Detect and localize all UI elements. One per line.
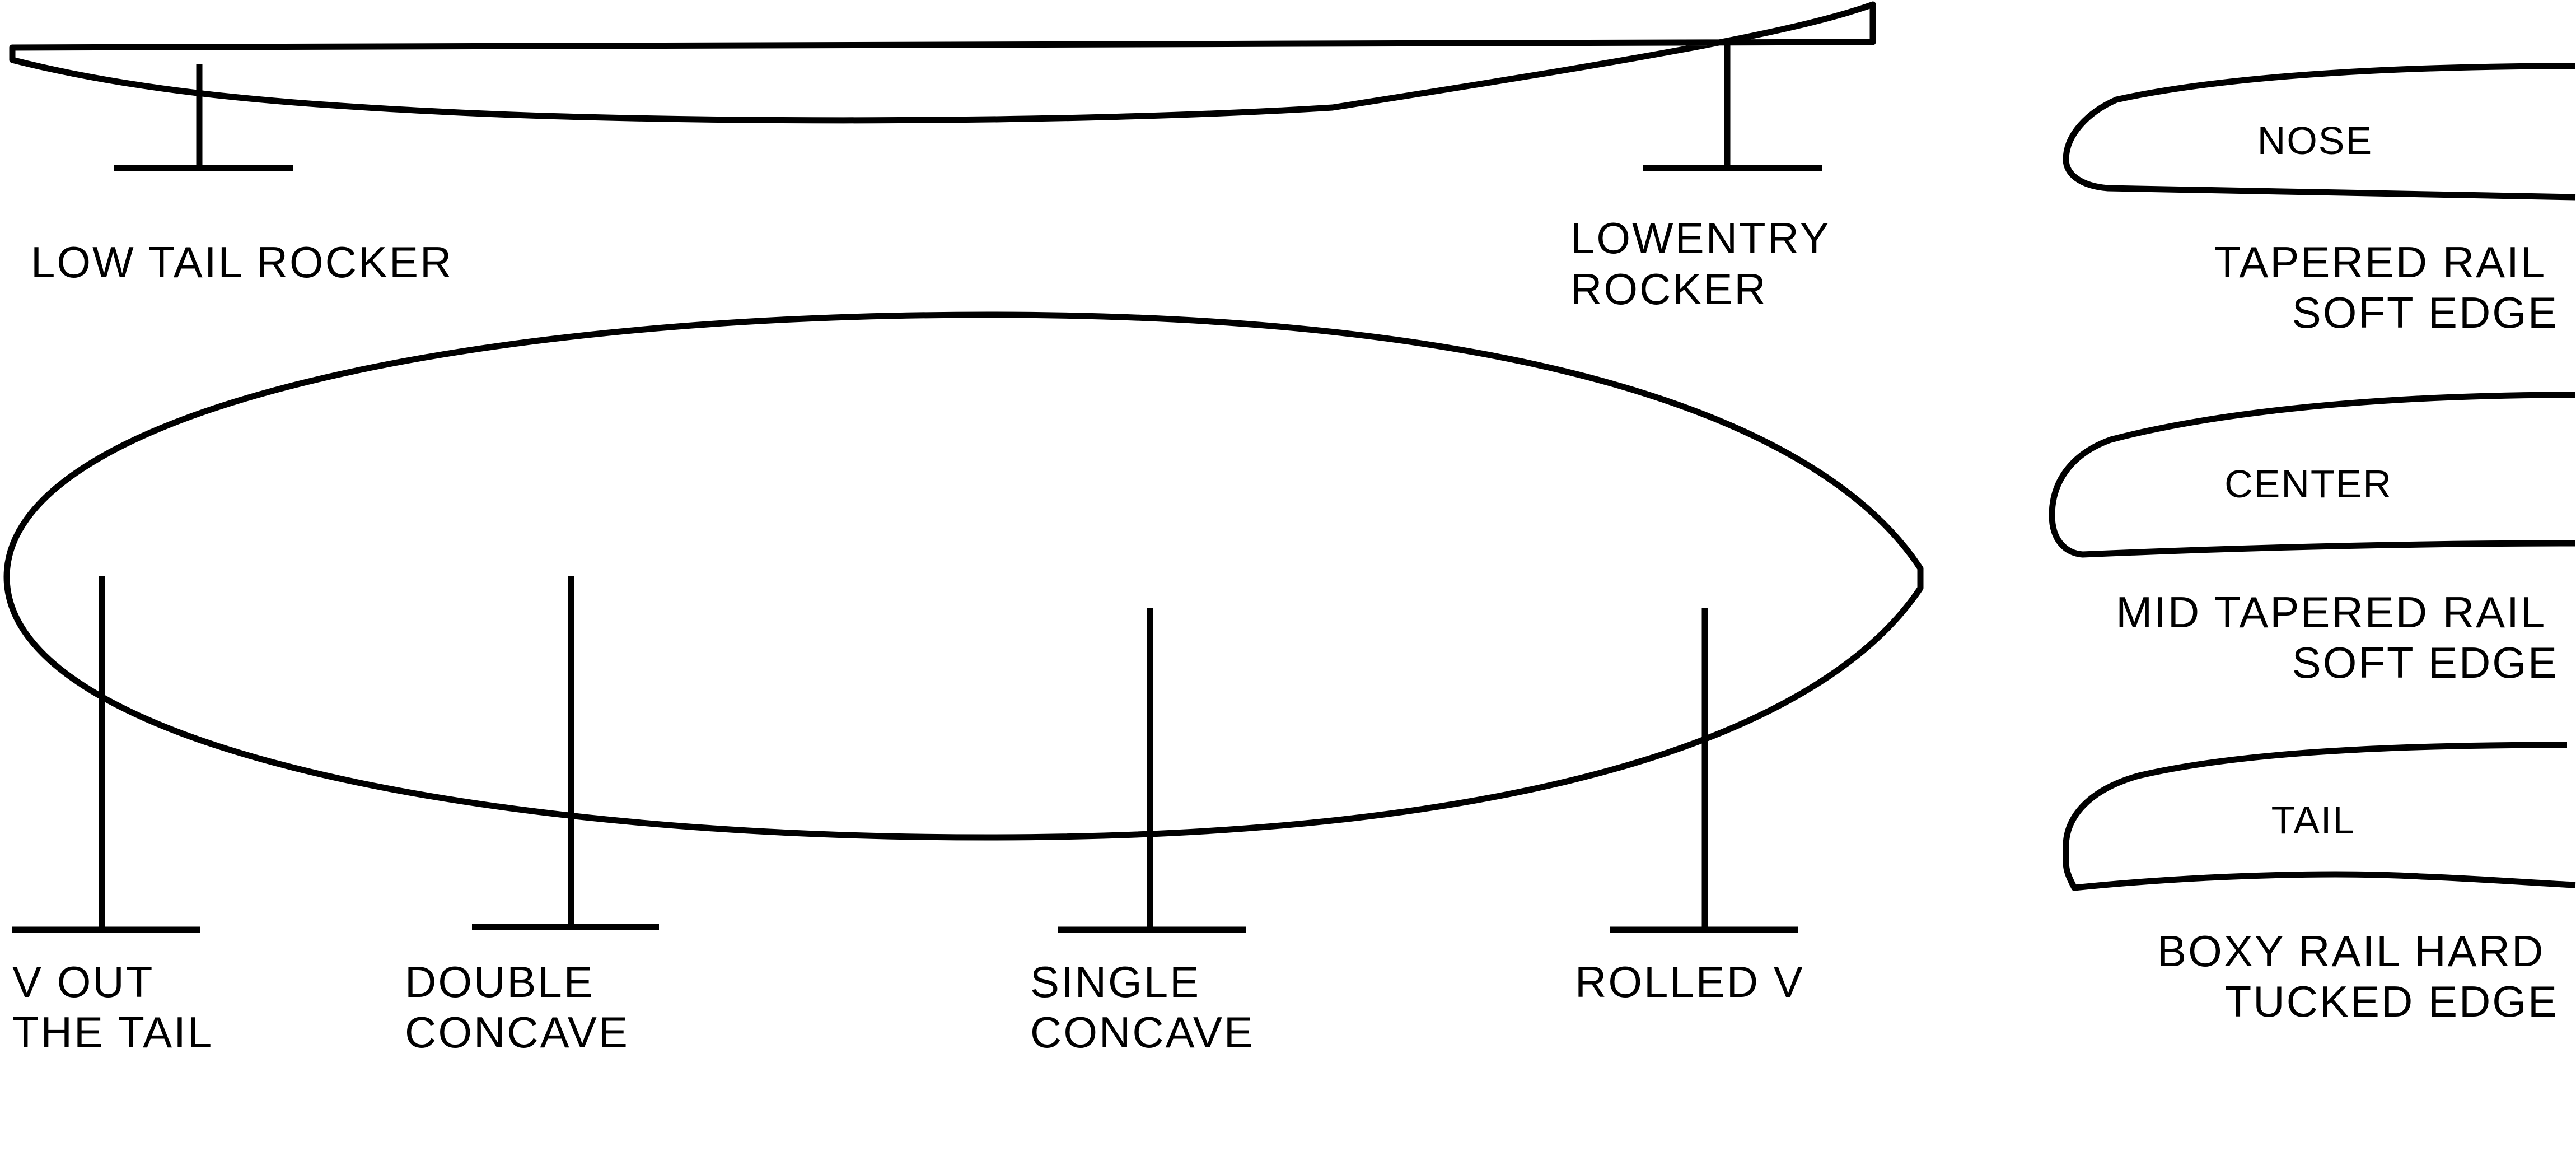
rocker-profile: LOW TAIL ROCKER LOWENTRY ROCKER [9, 1, 1876, 314]
tail-rail-caption: BOXY RAIL HARD TUCKED EDGE [2157, 926, 2559, 1026]
board-outline [3, 311, 1924, 841]
nose-rail-section [2063, 63, 2576, 201]
v-out-the-tail-label: V OUT THE TAIL [12, 957, 213, 1057]
tail-section-label: TAIL [2271, 798, 2356, 842]
bottom-contours: V OUT THE TAIL DOUBLE CONCAVE SINGLE CON… [3, 311, 1924, 1057]
center-rail-section [2049, 392, 2576, 558]
nose-rail-caption: TAPERED RAIL SOFT EDGE [2214, 237, 2559, 337]
double-concave-label: DOUBLE CONCAVE [405, 957, 629, 1057]
low-entry-rocker-label: LOWENTRY ROCKER [1570, 213, 1844, 314]
single-concave-label: SINGLE CONCAVE [1030, 957, 1255, 1057]
center-rail-caption: MID TAPERED RAIL SOFT EDGE [2116, 588, 2559, 687]
tail-rail-section [2063, 742, 2576, 891]
low-tail-rocker-label: LOW TAIL ROCKER [31, 237, 453, 287]
nose-section-label: NOSE [2257, 119, 2373, 162]
rolled-v-label: ROLLED V [1575, 957, 1804, 1006]
center-section-label: CENTER [2224, 462, 2392, 506]
rail-sections: NOSE TAPERED RAIL SOFT EDGE CENTER MID T… [2049, 63, 2576, 1026]
board-side-profile [9, 1, 1876, 124]
